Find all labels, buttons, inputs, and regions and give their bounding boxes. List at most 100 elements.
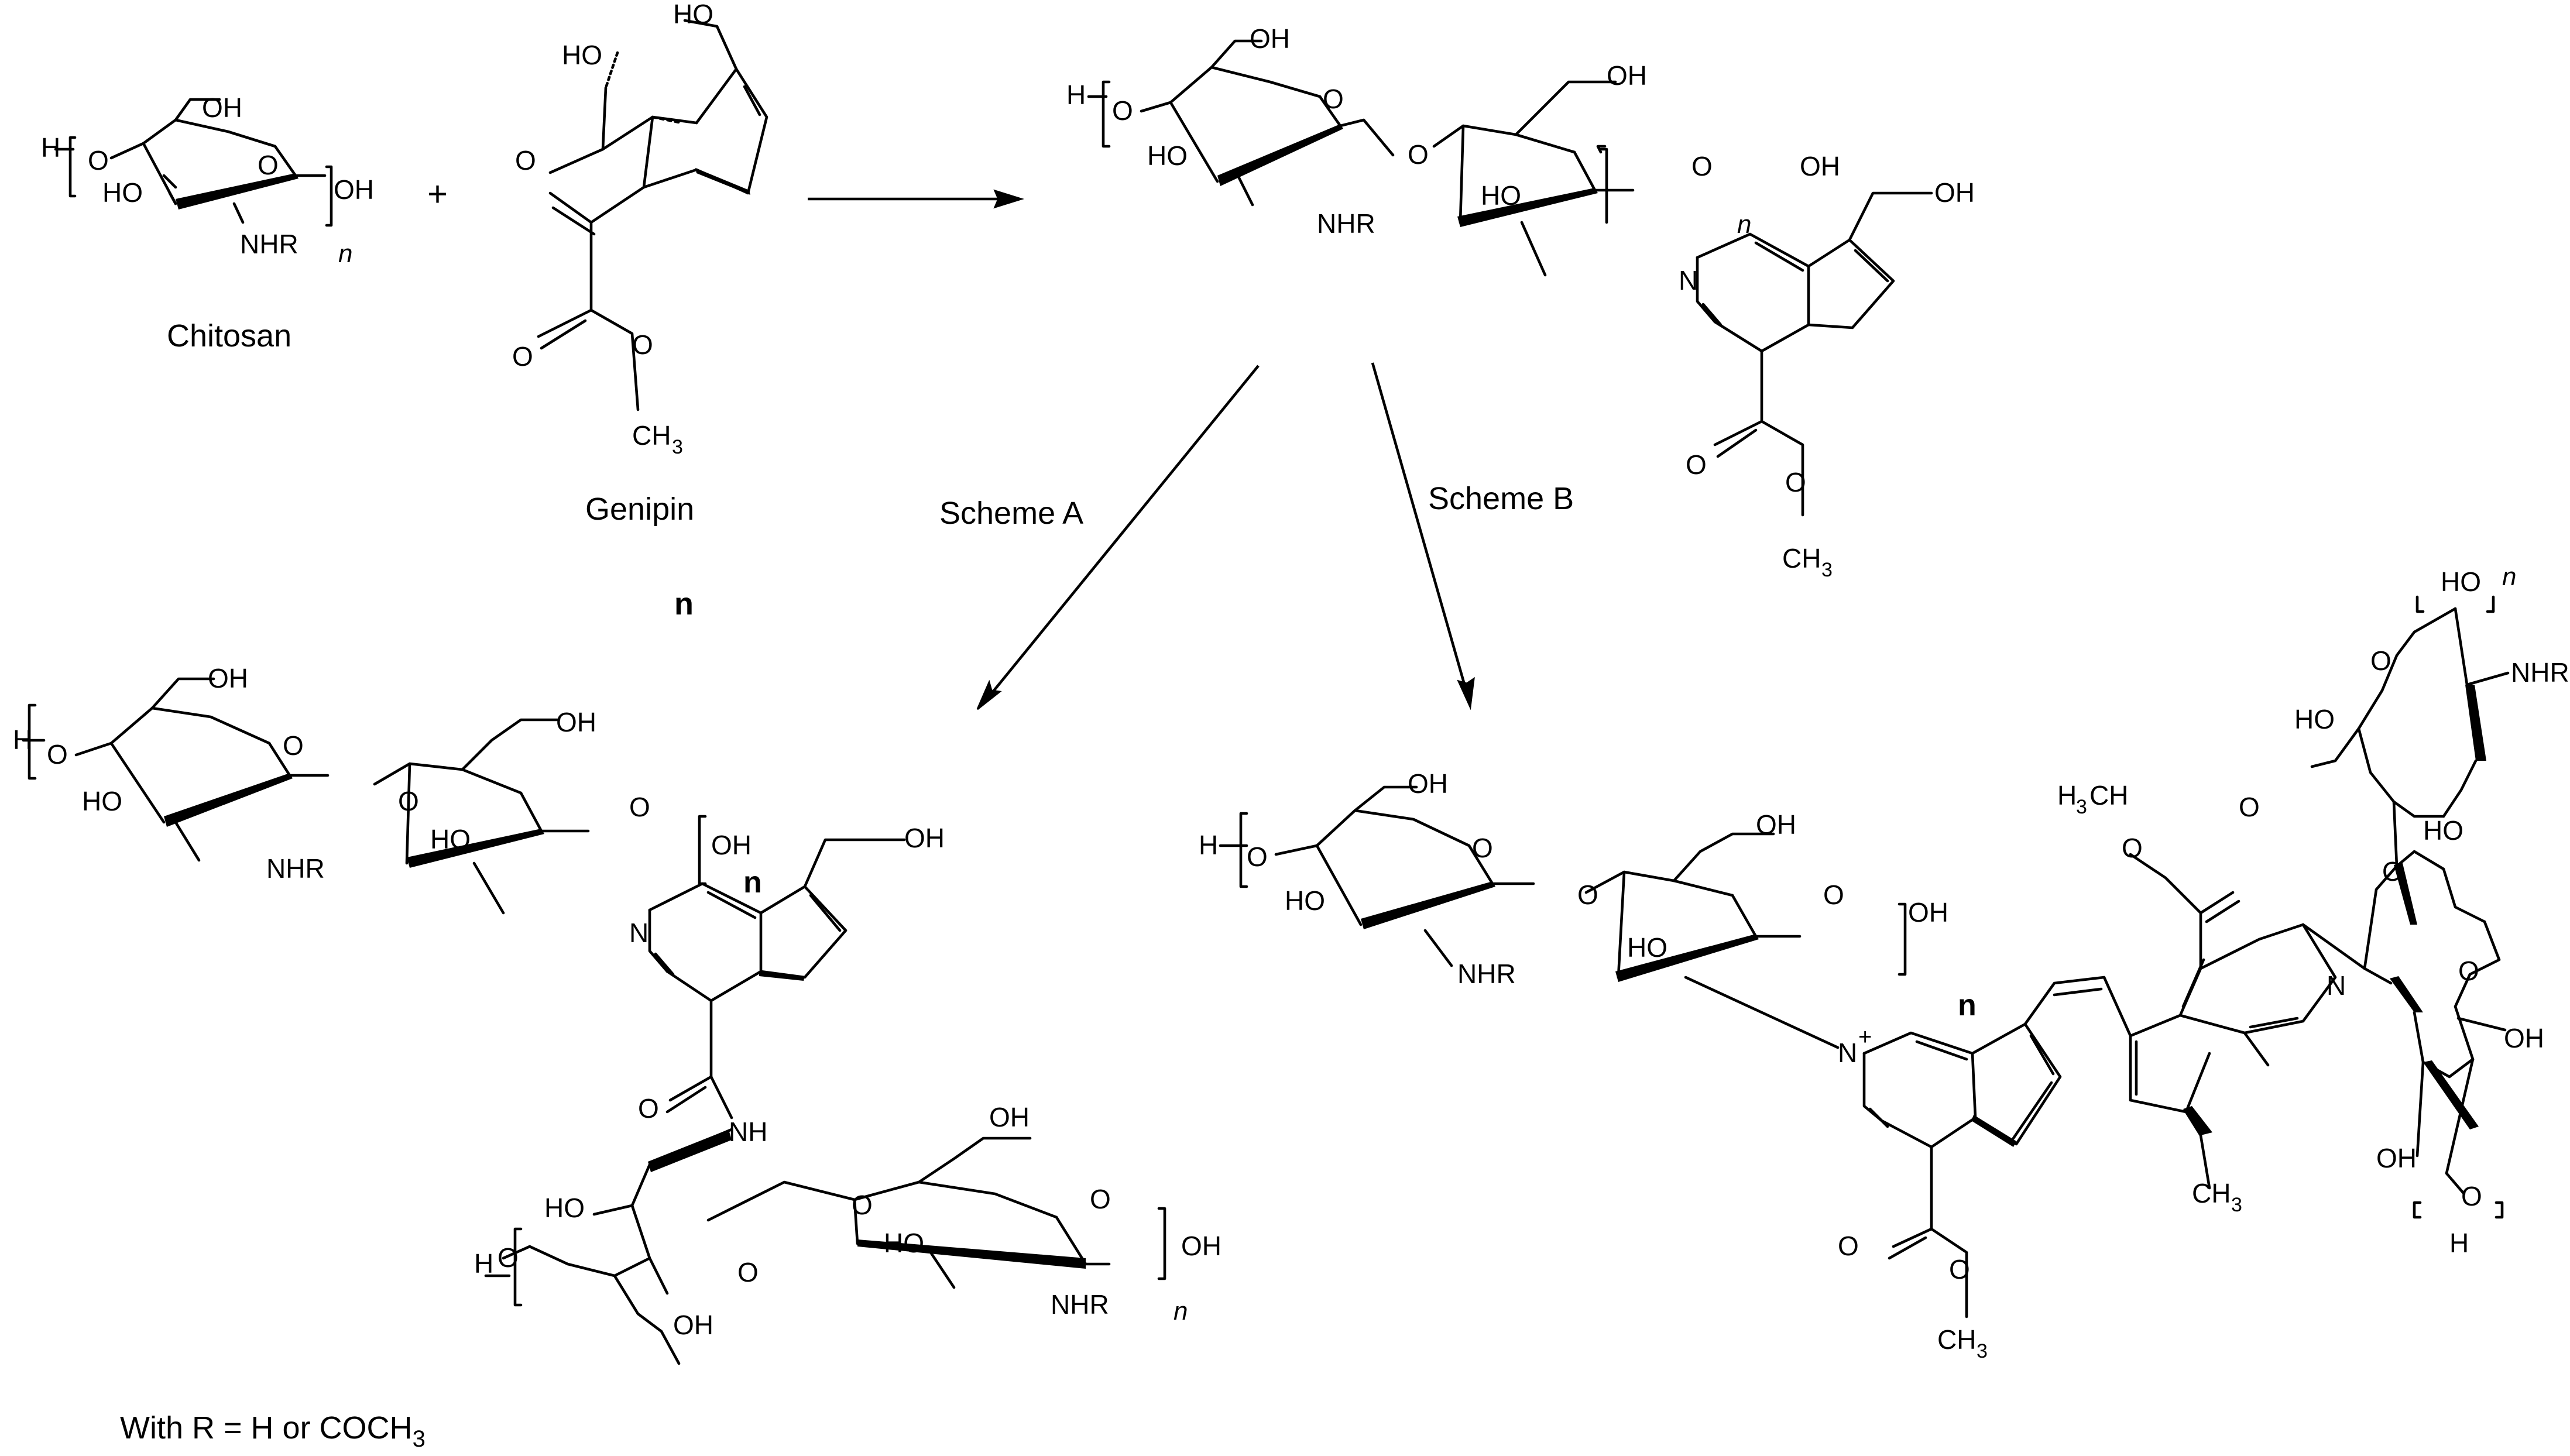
atom-label: CH: [1937, 1324, 1976, 1355]
genipin-structure: [537, 19, 768, 411]
atom-label: O: [1577, 880, 1598, 910]
atom-label: H: [13, 724, 32, 755]
n-label-scheme-b: n: [1958, 988, 1977, 1022]
atom-label: NHR: [1457, 959, 1516, 989]
atom-label: HO: [82, 786, 122, 816]
atom-label: O: [258, 150, 279, 180]
atom-label: CH: [632, 420, 671, 451]
atom-label: O: [47, 739, 68, 770]
atom-label: OH: [711, 830, 752, 860]
atom-label: OH: [673, 1310, 713, 1340]
atom-label: O: [1949, 1254, 1970, 1285]
atom-label: OH: [1800, 151, 1840, 181]
atom-label: n: [2502, 562, 2516, 591]
atom-label: H: [1066, 80, 1086, 110]
atom-label: HO: [673, 0, 713, 29]
atom-label: O: [2122, 833, 2143, 863]
atom-label: HO: [2441, 566, 2481, 597]
atom-label: CH: [2089, 780, 2128, 811]
atom-label: NHR: [1051, 1289, 1109, 1320]
atom-label: OH: [1934, 177, 1975, 208]
atom-label: OH: [1908, 897, 1948, 928]
atom-label: N: [1679, 265, 1698, 296]
atom-label: O: [283, 730, 304, 761]
atom-label: H: [474, 1248, 493, 1279]
n-label-genipin: n: [674, 586, 694, 621]
atom-label: 3: [2076, 796, 2087, 818]
atom-label: OH: [904, 823, 945, 853]
footnote-subscript: 3: [413, 1426, 426, 1452]
atom-label: HO: [562, 40, 602, 70]
atom-label: 3: [1977, 1340, 1988, 1362]
chitosan-label: Chitosan: [167, 318, 291, 353]
atom-label: O: [2382, 856, 2403, 887]
atom-label: OH: [202, 92, 242, 123]
scheme-a-label: Scheme A: [939, 496, 1083, 531]
atom-label: O: [1112, 95, 1133, 126]
atom-label: O: [1247, 842, 1268, 872]
atom-label: OH: [1408, 768, 1448, 799]
atom-label: O: [2458, 956, 2479, 986]
footnote-text: With R = H or COCH: [120, 1410, 413, 1445]
atom-label: HO: [1481, 180, 1521, 211]
atom-label: H: [2057, 780, 2077, 811]
scheme-a-product: [22, 677, 1166, 1365]
atom-label: N: [1838, 1038, 1857, 1068]
atom-label: HO: [2294, 704, 2335, 734]
scheme-b-arrow: [1371, 362, 1475, 710]
adduct-structure: [1087, 39, 1933, 517]
atom-label: n: [338, 239, 352, 268]
atom-label: O: [1823, 880, 1844, 910]
atom-label: O: [497, 1242, 519, 1273]
scheme-b-label: Scheme B: [1428, 481, 1574, 516]
atom-label: O: [1691, 151, 1713, 181]
atom-label: HO: [1147, 140, 1188, 171]
atom-label: O: [2370, 645, 2391, 676]
atom-label: CH: [2192, 1178, 2231, 1208]
atom-label: O: [1323, 84, 1344, 114]
atom-label: NHR: [240, 229, 298, 259]
atom-label: OH: [556, 707, 596, 737]
atom-label: OH: [989, 1102, 1030, 1132]
atom-label: O: [2461, 1181, 2482, 1211]
atom-label: OH: [334, 174, 374, 205]
atom-label: O: [1090, 1184, 1111, 1214]
atom-label: NH: [729, 1117, 767, 1147]
atom-label: OH: [1250, 23, 1290, 54]
atom-label: N: [2327, 970, 2346, 1001]
chitosan-structure: [54, 98, 333, 227]
atom-label: O: [852, 1190, 873, 1220]
atom-label: O: [515, 145, 536, 176]
atom-label: H: [41, 132, 60, 163]
atom-label: OH: [2376, 1143, 2417, 1173]
atom-label: H: [1199, 830, 1218, 860]
atom-label: 3: [1821, 559, 1833, 581]
atom-label: CH: [1782, 543, 1821, 574]
atom-label: O: [1838, 1231, 1859, 1261]
atom-label: 3: [672, 436, 683, 458]
atom-label: NHR: [266, 853, 325, 884]
atom-label: HO: [544, 1193, 585, 1223]
atom-label: +: [1858, 1024, 1872, 1050]
atom-label: N: [629, 918, 648, 948]
atom-label: HO: [1627, 932, 1667, 963]
atom-label: HO: [102, 177, 143, 208]
scheme-a-arrow: [976, 365, 1260, 710]
scheme-b-product: [1219, 595, 2510, 1318]
atom-label: O: [1408, 139, 1429, 170]
reaction-arrow-main: [808, 189, 1025, 209]
atom-label: O: [2239, 792, 2260, 822]
atom-label: n: [1174, 1297, 1188, 1325]
atom-label: HO: [1285, 885, 1325, 916]
atom-label: 3: [2231, 1194, 2242, 1216]
atom-label: O: [638, 1093, 659, 1124]
atom-label: H: [2449, 1228, 2469, 1258]
atom-label: NHR: [1317, 208, 1375, 239]
atom-label: OH: [208, 663, 248, 693]
atom-label: OH: [1607, 60, 1647, 91]
atom-label: OH: [2504, 1023, 2544, 1053]
atom-label: O: [1785, 467, 1806, 497]
atom-label: O: [398, 786, 419, 816]
atom-label: O: [512, 341, 533, 372]
